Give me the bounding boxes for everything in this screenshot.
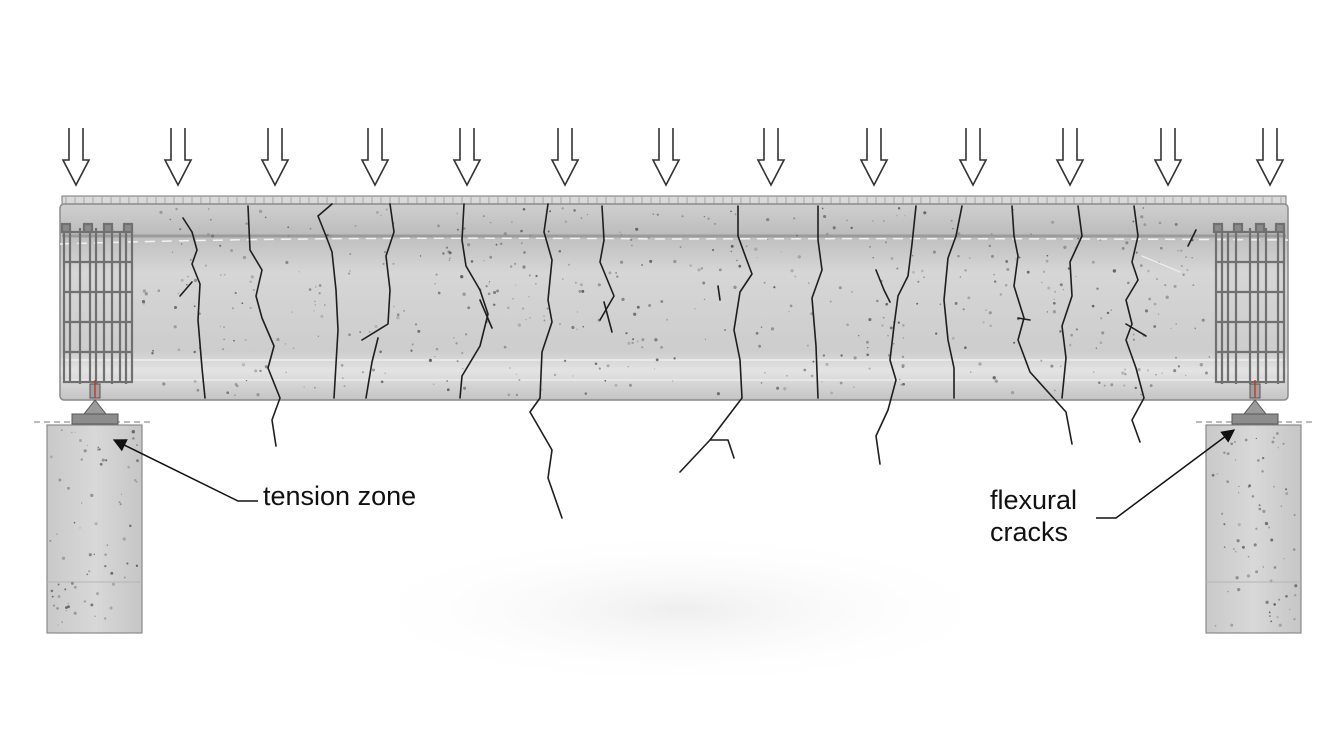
load-arrow-icon bbox=[859, 128, 889, 187]
top-plate bbox=[61, 195, 1287, 206]
load-arrow-icon bbox=[756, 128, 786, 187]
flexural-cracks-leader bbox=[1096, 429, 1236, 519]
load-arrow-icon bbox=[260, 128, 290, 187]
concrete-beam bbox=[59, 203, 1289, 401]
bearing-pad-icon bbox=[71, 380, 119, 425]
flexural-text-line1: flexural bbox=[990, 485, 1078, 515]
load-arrow-icon bbox=[1153, 128, 1183, 187]
right-support bbox=[1196, 380, 1312, 634]
load-arrow-icon bbox=[1055, 128, 1085, 187]
load-arrow-icon bbox=[958, 128, 988, 187]
ground-shadow bbox=[350, 530, 1010, 690]
tension-zone-text: tension zone bbox=[263, 481, 417, 511]
flexural-cracks-label: flexural cracks bbox=[990, 484, 1077, 548]
load-arrows bbox=[61, 128, 1285, 187]
bearing-pad-icon bbox=[1231, 380, 1279, 425]
load-arrow-icon bbox=[61, 128, 91, 187]
rebar-cage-left bbox=[60, 222, 134, 384]
load-arrow-icon bbox=[360, 128, 390, 187]
load-arrow-icon bbox=[651, 128, 681, 187]
flexural-text-line2: cracks bbox=[990, 517, 1069, 547]
left-support bbox=[34, 380, 150, 634]
rebar-cage-right bbox=[1212, 222, 1286, 384]
load-arrow-icon bbox=[163, 128, 193, 187]
flexural-cracks bbox=[179, 203, 1197, 519]
load-arrow-icon bbox=[1255, 128, 1285, 187]
tension-zone-label: tension zone bbox=[263, 480, 416, 512]
load-arrow-icon bbox=[550, 128, 580, 187]
load-arrow-icon bbox=[452, 128, 482, 187]
tension-zone-leader bbox=[112, 439, 258, 502]
